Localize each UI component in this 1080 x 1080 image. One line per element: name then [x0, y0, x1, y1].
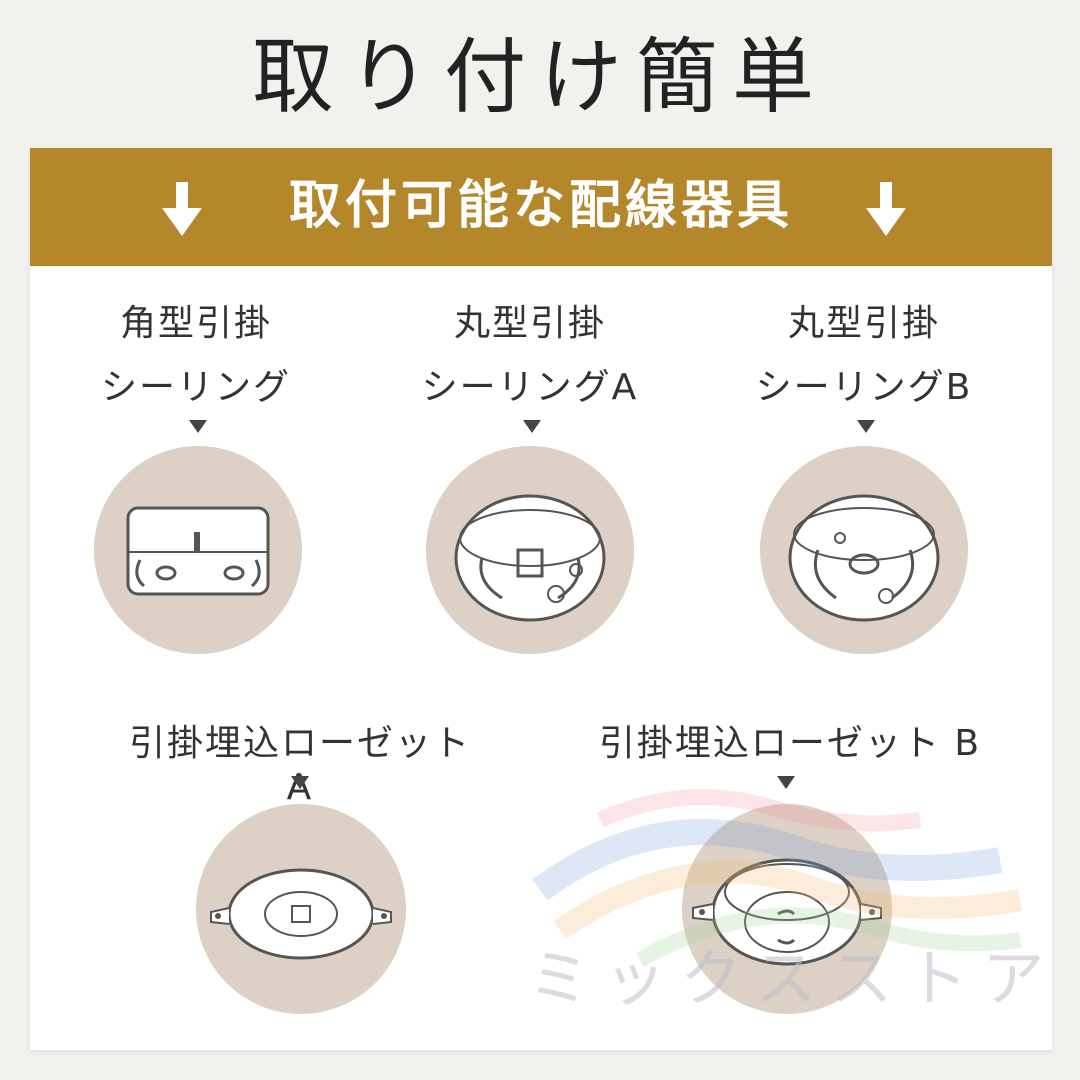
item-label-line1: 角型引掛 [119, 303, 272, 344]
item-label-line1: 丸型引掛 [453, 303, 606, 344]
banner-title: 取付可能な配線器具 [288, 176, 793, 236]
pointer-triangle-icon [857, 420, 875, 433]
down-arrow-icon [162, 182, 202, 236]
round-ceiling-fitting-a-icon [426, 446, 634, 654]
down-arrow-icon [866, 182, 906, 236]
square-ceiling-fitting-icon [94, 446, 302, 654]
item-label-line2: シーリングB [755, 367, 973, 408]
pointer-triangle-icon [523, 420, 541, 433]
watermark-text: ミックスストア [528, 942, 1059, 1015]
item-label: 引掛埋込ローゼット A [128, 723, 471, 808]
page-title: 取り付け簡単 [251, 30, 828, 125]
watermark-logo [532, 789, 1022, 967]
banner: 取付可能な配線器具 [30, 148, 1052, 266]
pointer-triangle-icon [291, 776, 309, 789]
item-label-line2: シーリング [100, 367, 291, 408]
pointer-triangle-icon [189, 420, 207, 433]
compatible-fixtures-card: 取付可能な配線器具 角型引掛 シーリング 丸型引掛 シーリングA [30, 148, 1052, 1050]
item-label-line1: 丸型引掛 [787, 303, 940, 344]
item-label: 引掛埋込ローゼット B [598, 723, 982, 764]
pointer-triangle-icon [777, 776, 795, 789]
round-ceiling-fitting-b-icon [760, 446, 968, 654]
item-label-line2: シーリングA [421, 367, 639, 408]
flush-rosette-b-icon [682, 804, 892, 1014]
flush-rosette-a-icon [196, 804, 406, 1014]
